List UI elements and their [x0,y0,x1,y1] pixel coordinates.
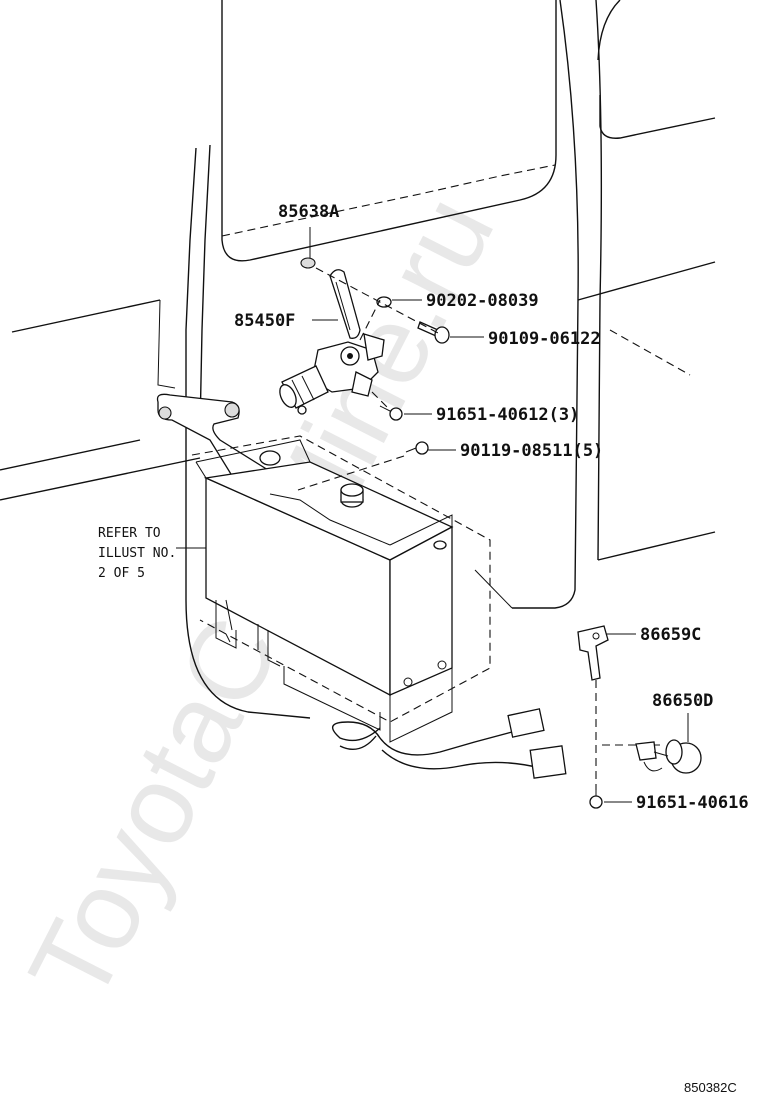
linkage-motor-assembly [279,269,385,415]
unit-outline-dashed [191,435,491,723]
label-86650D: 86650D [652,691,713,711]
mount-bracket [156,393,281,493]
washer-90202 [376,296,392,308]
drawing-code: 850382C [684,1080,737,1095]
label-85450F: 85450F [234,311,295,331]
label-90202-08039: 90202-08039 [426,291,539,311]
clip-85638A [300,257,316,269]
leader-lines [176,227,689,803]
bracket-86659C [577,625,609,681]
wiring-harness [331,708,567,779]
refer-note-line-3: 2 OF 5 [98,566,145,581]
refer-note-line-1: REFER TO [98,526,161,541]
label-90119-08511: 90119-08511(5) [460,441,603,461]
label-86659C: 86659C [640,625,701,645]
screw-90119 [405,441,429,455]
horn-86650D [635,739,702,774]
label-91651-40612: 91651-40612(3) [436,405,579,425]
label-85638A: 85638A [278,202,339,222]
screw-91651-40616 [589,788,603,809]
vehicle-body-outline [0,0,716,719]
control-unit [195,439,454,743]
refer-note-line-2: ILLUST NO. [98,546,176,561]
label-90109-06122: 90109-06122 [488,329,601,349]
label-91651-40616: 91651-40616 [636,793,749,813]
screw-91651-40612 [379,405,403,421]
